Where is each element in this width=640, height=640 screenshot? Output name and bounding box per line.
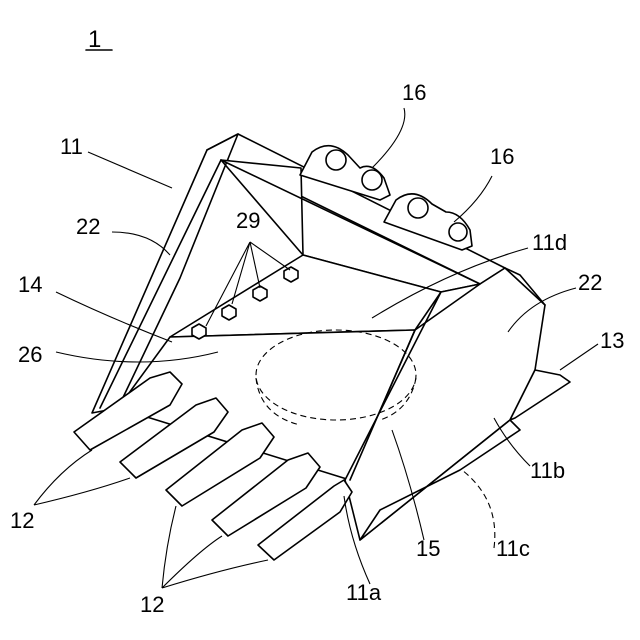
label-teeth-lower: 12	[140, 592, 164, 617]
label-teeth-upper: 12	[10, 508, 34, 533]
label-front-edge: 11a	[346, 580, 382, 605]
bolt-4	[284, 267, 298, 282]
label-side-bottom: 11b	[530, 458, 565, 483]
label-side-plate-right: 22	[578, 270, 602, 295]
leader-teeth-upper	[34, 450, 130, 505]
label-side-cutter: 13	[600, 328, 624, 353]
label-liner: 14	[18, 272, 42, 297]
label-region: 15	[416, 536, 440, 561]
label-bottom: 11c	[496, 536, 530, 561]
bracket-right-hole-2	[449, 223, 467, 241]
leader-side-plate-left	[112, 232, 170, 255]
bolt-3	[253, 286, 267, 301]
label-bucket: 11	[60, 134, 83, 159]
leader-bottom	[462, 470, 495, 548]
label-bolts: 29	[236, 208, 260, 233]
leader-bracket-left	[372, 108, 405, 168]
bracket-left-hole-2	[362, 170, 382, 190]
bracket-right-hole-1	[408, 198, 428, 218]
label-plate-edge: 26	[18, 342, 42, 367]
bolt-1	[192, 324, 206, 339]
leader-side-cutter	[560, 344, 598, 370]
label-bracket-right: 16	[490, 144, 514, 169]
bracket-left-hole-1	[326, 150, 346, 170]
label-inner-bottom: 11d	[532, 230, 567, 255]
bolt-2	[222, 305, 236, 320]
label-side-plate-left: 22	[76, 214, 100, 239]
figure-reference-label: 1	[88, 26, 101, 53]
leader-bucket	[88, 152, 172, 188]
label-bracket-left: 16	[402, 80, 426, 105]
leader-bracket-right	[454, 176, 492, 222]
